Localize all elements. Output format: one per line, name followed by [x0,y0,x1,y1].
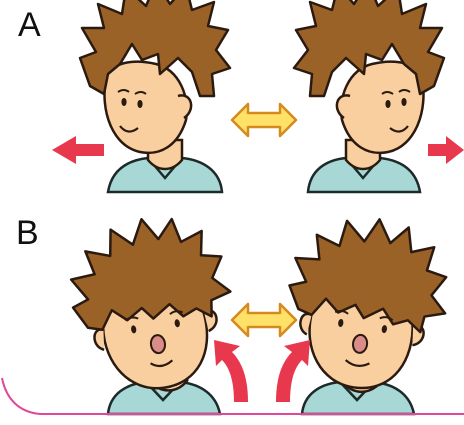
double-arrow-icon [230,302,298,338]
eye [338,318,344,327]
head-tilt-arrow-icon [276,340,310,402]
eyebrow [381,91,394,95]
head-tilt-arrow-icon [214,340,248,402]
nose [149,334,167,355]
eye [385,100,391,108]
eye [174,319,180,328]
double-arrow-icon [230,102,298,138]
panel-label-a: A [18,6,41,44]
head-turn-right-arrow-icon [428,136,464,164]
eyebrow [134,91,147,95]
head-a-right [292,0,446,194]
panel-label-b: B [16,214,39,252]
mouth [389,125,409,133]
frame-line [1,377,464,415]
head-b-right [288,218,448,416]
nose [352,333,369,354]
ear [335,94,351,120]
head-b-left [69,217,232,416]
mouth [150,359,174,368]
eye [401,98,407,106]
eye [137,100,143,108]
face [103,60,189,155]
eyebrow [334,309,349,315]
eyebrow [169,310,184,315]
mouth [344,359,370,367]
head-turn-left-arrow-icon [52,136,104,164]
eye [131,325,137,334]
head-a-left [78,0,232,194]
eye [381,325,387,334]
eyebrow [379,316,394,321]
mouth [119,125,139,133]
hair [69,217,232,331]
eyebrow [398,89,411,93]
face [339,60,425,155]
eyebrow [124,316,139,322]
eye [121,98,127,106]
eyebrow [117,89,130,93]
ear [177,94,193,120]
hair [288,218,448,334]
